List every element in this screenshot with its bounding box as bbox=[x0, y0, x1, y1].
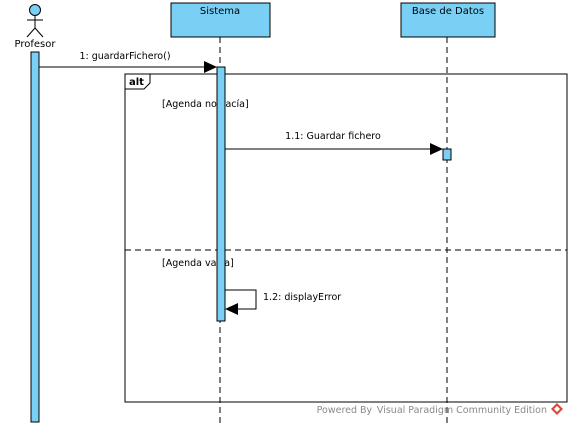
activation-profesor bbox=[30, 51, 40, 423]
message-guardar-fichero-db[interactable]: 1.1: Guardar fichero bbox=[225, 131, 443, 155]
watermark-text: Powered By Visual Paradigm Community Edi… bbox=[317, 405, 547, 416]
participant-box bbox=[170, 2, 271, 38]
message-label: 1.2: displayError bbox=[263, 292, 341, 303]
message-line bbox=[225, 289, 257, 310]
guard-agenda-no-vacia: [Agenda no vacía] bbox=[162, 99, 249, 110]
arrow-head bbox=[430, 143, 443, 155]
participant-sistema[interactable]: Sistema bbox=[170, 2, 271, 38]
message-display-error[interactable]: 1.2: displayError bbox=[225, 289, 341, 315]
participant-base-de-datos[interactable]: Base de Datos bbox=[400, 2, 496, 38]
message-guardar-fichero[interactable]: 1: guardarFichero() bbox=[39, 51, 217, 73]
message-label: 1.1: Guardar fichero bbox=[285, 131, 381, 142]
activation-base-de-datos bbox=[442, 148, 452, 161]
fragment-operator-tab bbox=[124, 73, 151, 90]
message-label: 1: guardarFichero() bbox=[79, 51, 170, 62]
actor-name: Profesor bbox=[15, 39, 57, 50]
arrow-head bbox=[204, 61, 217, 73]
actor-left-leg bbox=[26, 27, 36, 38]
watermark: Powered By Visual Paradigm Community Edi… bbox=[317, 403, 563, 416]
actor-profesor[interactable]: Profesor bbox=[15, 4, 57, 51]
arrow-head bbox=[225, 303, 238, 315]
visual-paradigm-logo-icon bbox=[551, 403, 563, 415]
guard-agenda-vacia: [Agenda vacía] bbox=[162, 258, 234, 269]
actor-right-leg bbox=[34, 27, 44, 38]
actor-head bbox=[29, 4, 41, 16]
participant-name: Sistema bbox=[200, 6, 240, 17]
fragment-operator: alt bbox=[129, 77, 144, 88]
alt-fragment[interactable]: alt [Agenda no vacía] [Agenda vacía] bbox=[124, 73, 568, 403]
activation-sistema bbox=[216, 66, 226, 322]
participant-name: Base de Datos bbox=[412, 6, 484, 17]
participant-box bbox=[400, 2, 496, 38]
fragment-frame bbox=[124, 73, 568, 403]
